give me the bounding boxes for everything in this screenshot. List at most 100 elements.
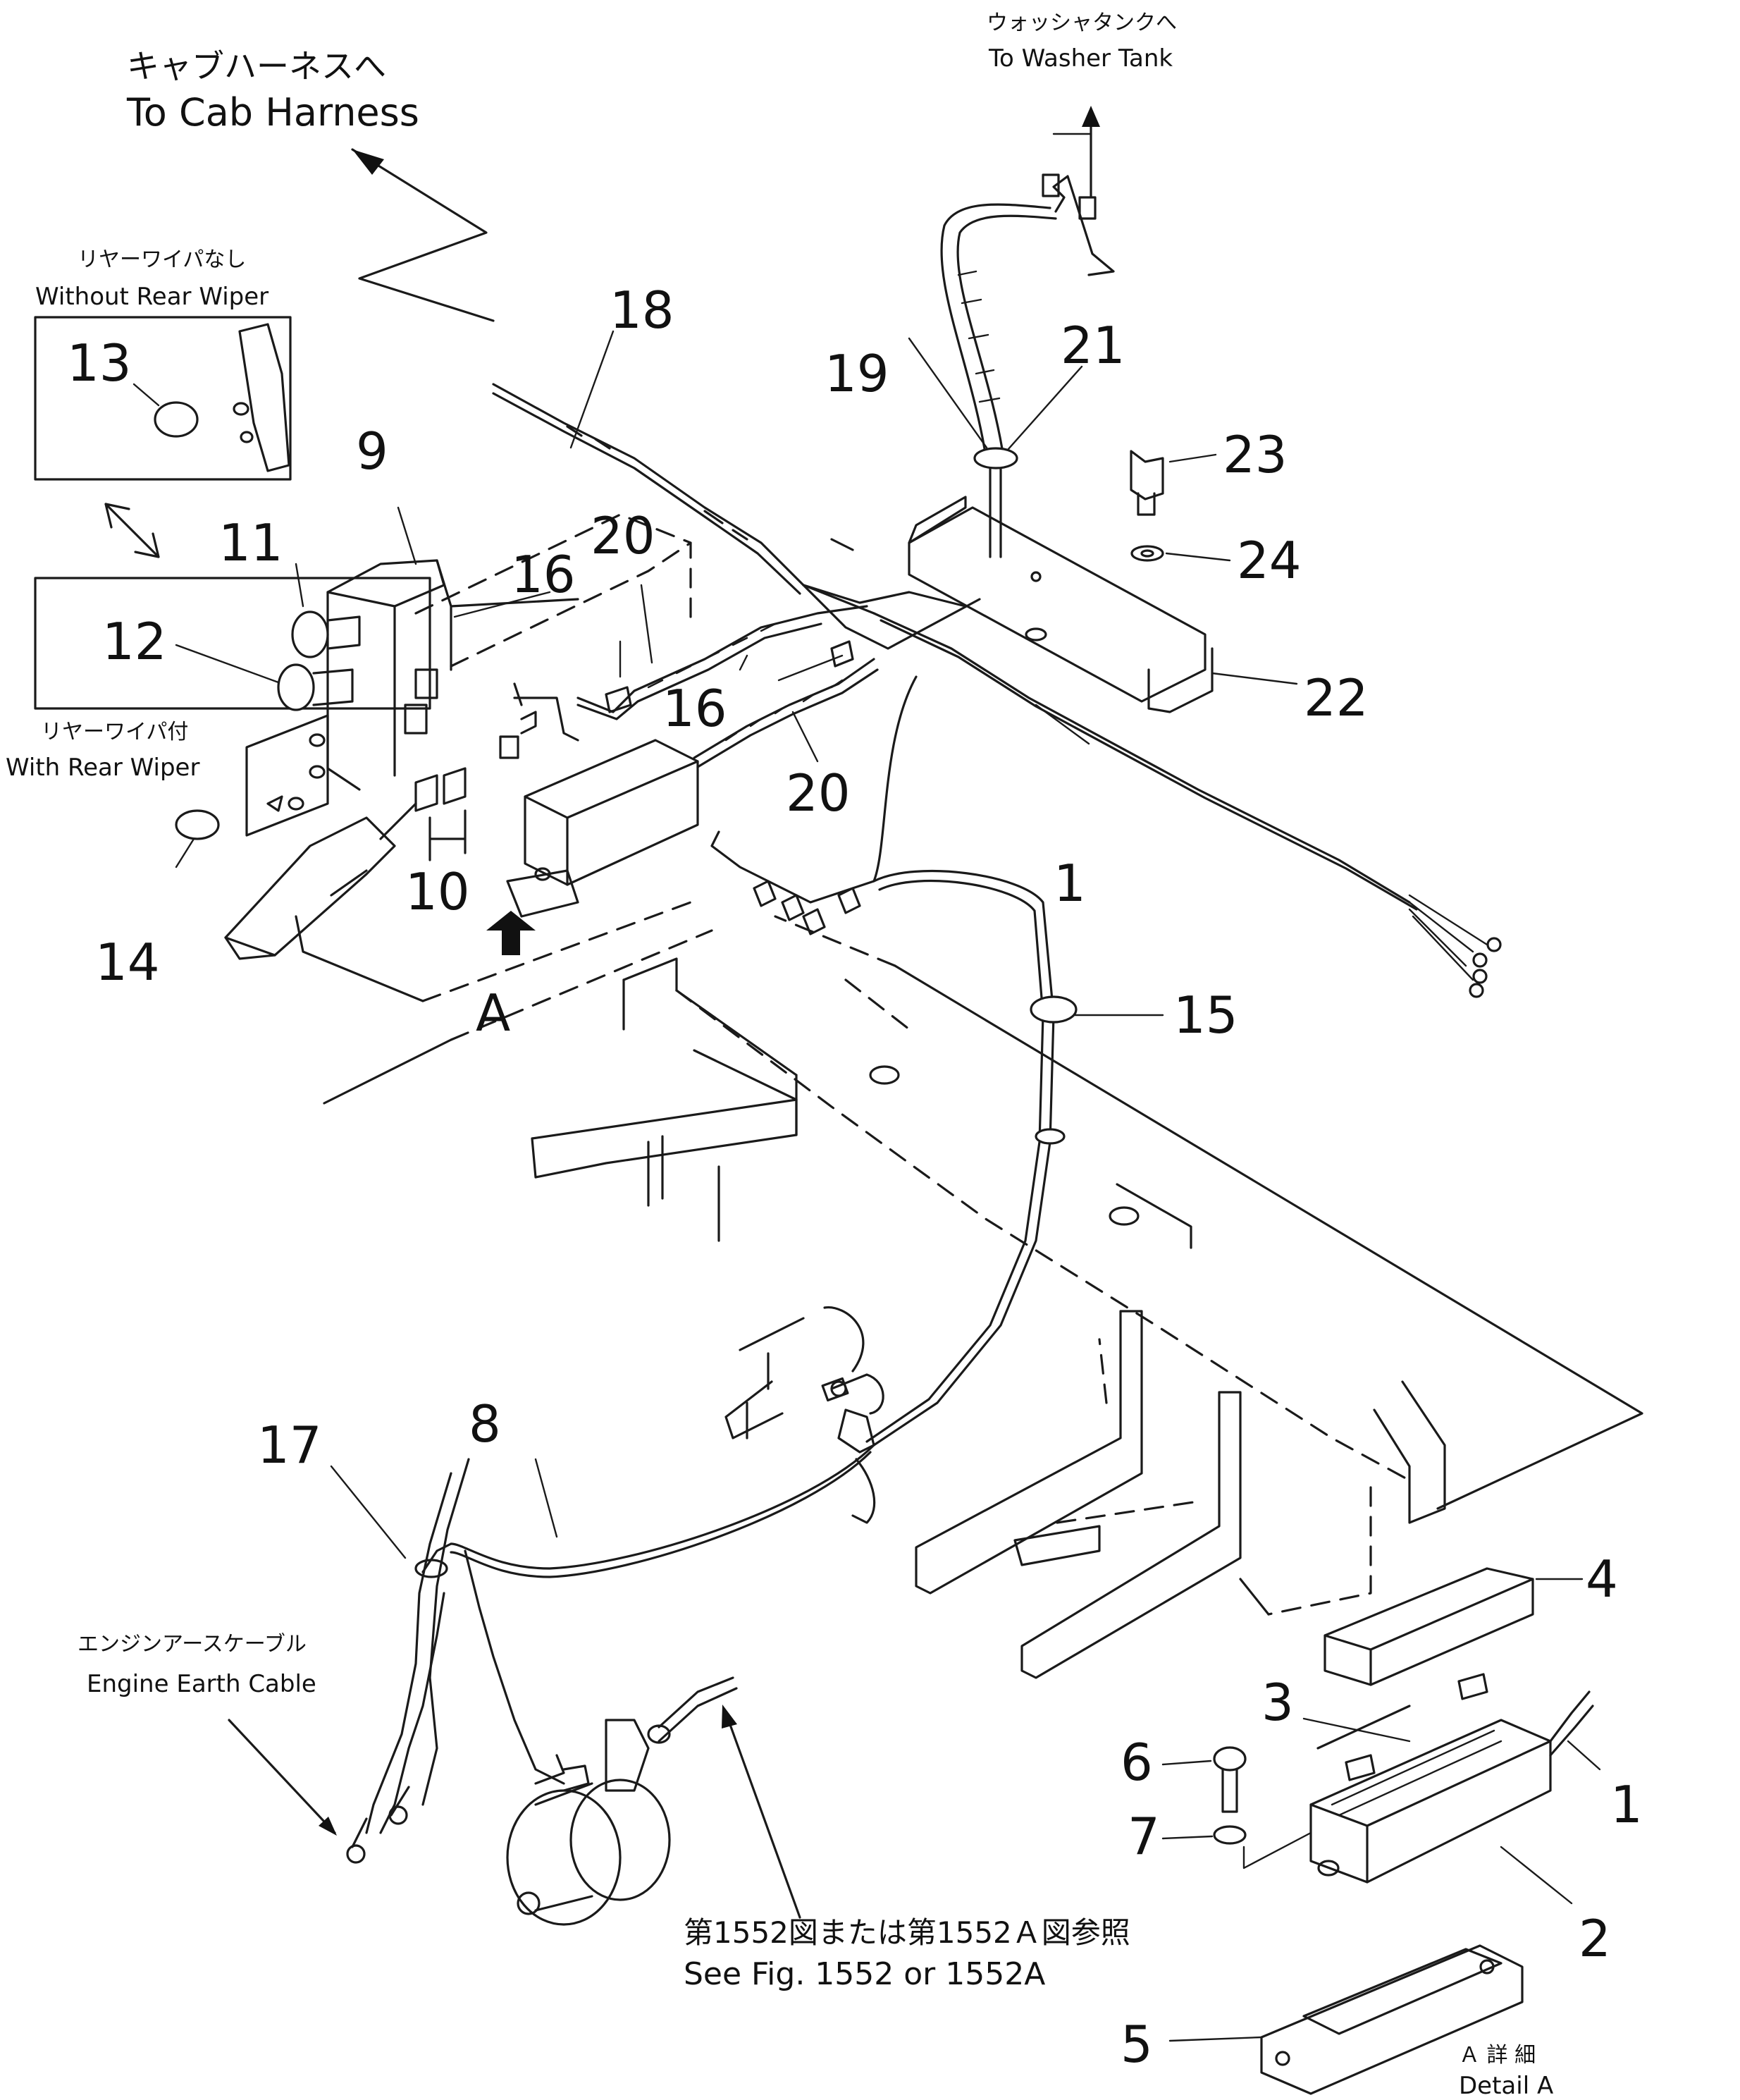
- bolt-and-washer: [1130, 450, 1164, 562]
- relay-box-hole: [534, 867, 551, 881]
- panel-9-top: [326, 559, 445, 608]
- with-rear-wiper-jp: リヤーワイパ付: [41, 720, 188, 744]
- engine-earth-leader: [228, 1719, 336, 1834]
- connector-10-bracket: [428, 809, 467, 861]
- plug-14: [175, 809, 220, 840]
- bracket-5-hole-2: [1479, 1959, 1495, 1975]
- leader-7: [1161, 1835, 1214, 1840]
- floor-crossbar-edge: [693, 1049, 798, 1101]
- harness-plug: [830, 538, 854, 551]
- lower-bracket-2: [746, 1352, 770, 1439]
- harness-down: [872, 870, 1055, 1447]
- panel-box-dash-2: [450, 541, 692, 668]
- connector-group: [753, 880, 861, 935]
- leader-16b: [739, 654, 748, 671]
- view-line-1: [323, 1038, 452, 1105]
- part-20a: 20: [591, 506, 655, 565]
- cab-harness-jp: キャブハーネスへ: [127, 47, 386, 85]
- washer-tank-en: To Washer Tank: [988, 44, 1173, 73]
- fuse-box-hole: [1317, 1860, 1340, 1877]
- relay-box-edges: [524, 760, 699, 886]
- harness-1-detail-b: [1549, 1705, 1594, 1757]
- part-21: 21: [1061, 316, 1125, 375]
- without-rear-wiper-jp: リヤーワイパなし: [78, 247, 246, 272]
- knob-11: [291, 610, 329, 658]
- part-17: 17: [257, 1416, 322, 1475]
- hose-connector-2: [1078, 196, 1097, 220]
- without-rear-wiper-box: [34, 316, 292, 481]
- part-15: 15: [1173, 985, 1238, 1045]
- hose-connector-1: [1042, 173, 1060, 197]
- lever-tip: [224, 936, 276, 960]
- cab-harness-callout: キャブハーネスへ To Cab Harness: [126, 47, 495, 322]
- alternator-lug: [562, 1764, 590, 1792]
- detail-a-parts: [1213, 1567, 1594, 2095]
- terminal-1: [1486, 937, 1502, 952]
- leader-18: [569, 330, 615, 449]
- relay-box: [506, 739, 699, 918]
- with-rear-wiper-box: [34, 577, 431, 710]
- switch-panel: [175, 513, 692, 960]
- grommet-21: [973, 447, 1018, 469]
- part-5: 5: [1121, 2015, 1153, 2074]
- bolt-23-shank: [1137, 492, 1156, 516]
- hose-down: [989, 464, 1002, 558]
- part-18: 18: [610, 281, 674, 340]
- bracket-22: [908, 496, 1214, 713]
- floor-hidden-1: [774, 915, 911, 1031]
- harness-1-wire: [872, 612, 1411, 904]
- leader-17: [330, 1465, 407, 1559]
- see-fig-jp: 第1552図または第1552Ａ図参照: [684, 1915, 1130, 1950]
- washer-tank-jp: ウォッシャタンクへ: [987, 11, 1177, 35]
- floor-bolt-2: [1109, 1206, 1140, 1226]
- floor-plate: [1116, 1183, 1192, 1249]
- panel-9-sides: [326, 591, 396, 791]
- part-2: 2: [1579, 1909, 1611, 1968]
- hose-rings: [957, 270, 1001, 403]
- leader-12: [175, 644, 280, 684]
- harness-20-lower-sleeve: [724, 679, 844, 742]
- washer-tank-arrow-icon: [1082, 106, 1100, 127]
- floor-corner: [622, 957, 678, 992]
- washer-hose: [940, 173, 1115, 558]
- view-line-dash: [450, 929, 713, 1041]
- panel-front: [245, 714, 329, 837]
- part-14: 14: [95, 933, 160, 992]
- frame-rail-1-hidden: [1098, 1338, 1108, 1404]
- harness-8-b: [450, 1451, 872, 1578]
- part-7: 7: [1128, 1807, 1160, 1866]
- alternator-ribs: [534, 1782, 593, 1912]
- harness-lower-run: [710, 675, 1078, 1524]
- frame-crossmember: [1013, 1525, 1101, 1566]
- floor-right-tab: [1373, 1380, 1446, 1524]
- engine-earth-en: Engine Earth Cable: [87, 1670, 316, 1698]
- earth-terminal-1: [346, 1844, 366, 1864]
- rear-wiper-options: リヤーワイパなし Without Rear Wiper リヤーワイパ付 With…: [6, 247, 431, 782]
- leader-6: [1161, 1760, 1212, 1766]
- terminal-3: [1472, 969, 1488, 984]
- frame-rail-1: [915, 1310, 1143, 1595]
- leader-23: [1168, 453, 1217, 463]
- earth-cable-a: [421, 1458, 470, 1806]
- part-number-labels: 18 19 21 23 24 22 1 15 13 9 11 12 14 10 …: [67, 281, 1643, 2074]
- alternator-terminal-cap: [605, 1719, 650, 1792]
- view-letter-a: A: [476, 983, 510, 1043]
- leader-22: [1211, 672, 1298, 685]
- earth-terminal-2: [388, 1805, 408, 1825]
- engine-earth-arrow-icon: [319, 1817, 337, 1836]
- grommet-15: [1030, 995, 1078, 1024]
- part-11: 11: [218, 513, 283, 572]
- harness-20-upper-sleeve: [647, 622, 777, 689]
- floor-step: [675, 989, 798, 1136]
- earth-terminal-necks: [351, 1786, 410, 1848]
- leader-21: [1006, 365, 1083, 451]
- bracket-22-foot: [1147, 647, 1214, 713]
- harness-18-sleeves: [566, 425, 748, 541]
- see-fig-leader: [724, 1712, 801, 1919]
- fuse-box-2-edge: [1309, 1740, 1552, 1884]
- bolt-23-head: [1130, 450, 1164, 501]
- knob-12: [277, 663, 315, 711]
- clamp-lower: [837, 1408, 875, 1454]
- bracket-22-hole: [1030, 571, 1042, 582]
